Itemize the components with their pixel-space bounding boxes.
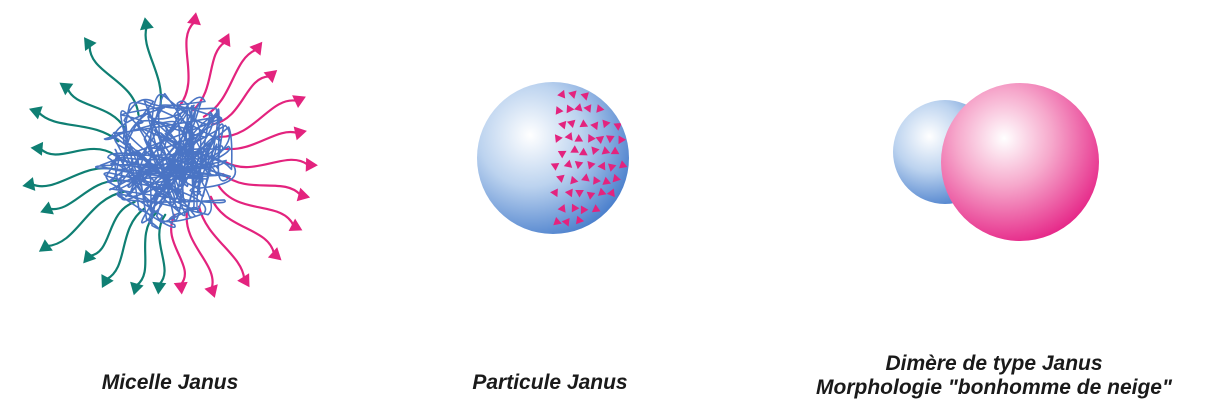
caption-particule-text: Particule Janus [420, 371, 680, 395]
dimer-large-pink-sphere [941, 83, 1099, 241]
magenta-chain-arrowhead [218, 33, 231, 47]
magenta-chain [199, 207, 244, 279]
magenta-chain [180, 22, 195, 106]
magenta-chain-arrowhead [187, 12, 201, 25]
magenta-chain-arrowhead [294, 127, 307, 141]
teal-chain [90, 202, 135, 256]
teal-chain-arrowhead [130, 282, 144, 295]
teal-chain [47, 192, 125, 247]
janus-micelle-icon [22, 12, 318, 298]
teal-chain [90, 45, 139, 115]
caption-dimere: Dimère de type Janus Morphologie "bonhom… [770, 352, 1218, 400]
magenta-chain [204, 50, 256, 117]
snowman-dimer-icon [893, 83, 1099, 241]
teal-chain [68, 88, 125, 128]
teal-chain [146, 27, 161, 106]
magenta-chain-arrowhead [292, 95, 306, 108]
magenta-chain-arrowhead [306, 158, 318, 172]
magenta-chain [211, 197, 274, 254]
magenta-chain [223, 174, 300, 195]
teal-chain-arrowhead [29, 106, 43, 119]
micelle-core-coil [96, 94, 236, 229]
teal-chain-arrowhead [152, 282, 166, 295]
magenta-chain [171, 215, 185, 285]
magenta-chain [187, 212, 213, 288]
teal-chain-arrowhead [140, 17, 154, 30]
teal-chain [50, 181, 120, 210]
caption-micelle-text: Micelle Janus [40, 371, 300, 395]
teal-chain-arrowhead [83, 250, 96, 264]
caption-particule: Particule Janus [420, 371, 680, 395]
teal-chain [159, 215, 165, 285]
caption-dimere-line2: Morphologie "bonhomme de neige" [770, 376, 1218, 400]
particle-sphere [477, 82, 629, 234]
teal-chain-arrowhead [22, 177, 35, 191]
janus-particle-icon [477, 82, 629, 234]
teal-chain [41, 149, 116, 156]
caption-dimere-line1: Dimère de type Janus [770, 352, 1218, 376]
teal-chain-arrowhead [31, 142, 44, 156]
teal-chain [38, 112, 118, 141]
magenta-chain-arrowhead [268, 247, 282, 260]
magenta-chain-arrowhead [297, 188, 310, 202]
magenta-chain [193, 42, 225, 110]
caption-micelle: Micelle Janus [40, 371, 300, 395]
magenta-chain [225, 160, 308, 167]
micelle-coil-strand [96, 94, 236, 229]
teal-chain [107, 209, 145, 280]
magenta-chain-arrowhead [174, 282, 188, 295]
